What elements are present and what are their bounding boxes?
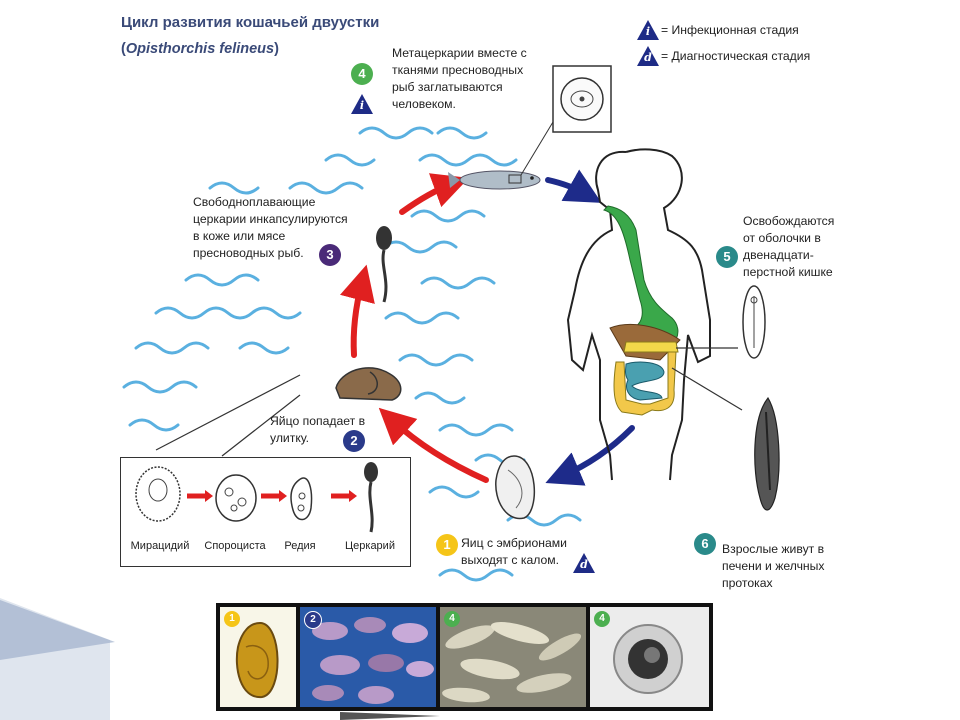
water-waves [122,126,582,582]
step-3-badge: 3 [319,244,341,266]
stage-label-miracidium: Мирацидий [130,540,190,552]
stage-label-redia: Редия [284,540,316,552]
sporocyst-illustration [215,474,257,522]
cercaria-stage-illustration [364,462,378,533]
subtitle-close: ) [274,41,279,57]
blue-arrows [545,169,635,486]
photo-strip: 1 2 4 4 [216,603,713,711]
snails-photo-drawing [312,617,434,704]
step-4-badge: 4 [351,63,373,85]
arrow-egg-to-snail [378,407,489,483]
infective-stage-icon: i [637,20,659,40]
human-silhouette [566,148,711,481]
legend-infective-label: = Инфекционная стадия [661,23,799,37]
stage-label-sporocyst: Спороциста [204,540,266,552]
fish-photo-drawing [442,622,582,703]
diagnostic-stage-icon: d [637,46,659,66]
egg-photo-drawing [235,621,279,699]
metacercaria-inset [520,65,612,176]
arrow-fish-to-human [545,169,602,203]
photo-snails-badge: 2 [304,611,322,629]
page-title: Цикл развития кошачьей двуустки [121,14,380,31]
metacercaria-photo-drawing [613,624,683,694]
step-6-badge: 6 [694,533,716,555]
arrow-snail-to-cercaria [340,264,375,358]
legend-diagnostic-label: = Диагностическая стадия [661,49,811,63]
step-5-badge: 5 [716,246,738,268]
miracidium-illustration [135,466,181,522]
snail-illustration [335,367,402,401]
step-2-badge: 2 [343,430,365,452]
photo-egg-badge: 1 [224,611,240,627]
photo-fish: 4 [440,607,586,707]
larval-stages-panel: Мирацидий Спороциста Редия Церкарий [120,457,411,567]
adult-fluke-illustration [754,396,780,511]
arrow-human-to-egg [545,425,635,486]
egg-illustration [495,455,536,520]
step-4-infective-icon: i [351,94,373,114]
cercaria-illustration [376,226,392,303]
excysted-fluke-illustration [742,285,766,359]
step-1-badge: 1 [436,534,458,556]
photo-snails: 2 [300,607,436,707]
pointer-lines [155,347,743,457]
red-arrows [340,173,489,483]
photo-fish-badge: 4 [444,611,460,627]
step-1-diagnostic-icon: d [573,553,595,573]
subtitle-latin-name: Opisthorchis felineus [125,41,275,57]
page-subtitle: (Opisthorchis felineus) [121,41,279,57]
redia-illustration [290,477,313,521]
digestive-organs [603,205,681,416]
photo-egg: 1 [220,607,296,707]
photo-metacercaria-badge: 4 [594,611,610,627]
subtitle-open: ( [121,41,126,57]
stage-label-cercaria: Церкарий [345,540,395,552]
fish-illustration [448,170,541,190]
photo-metacercaria: 4 [590,607,709,707]
larval-stages-drawing [135,462,378,533]
corner-decoration [0,598,440,720]
arrow-cercaria-to-fish [399,173,469,215]
